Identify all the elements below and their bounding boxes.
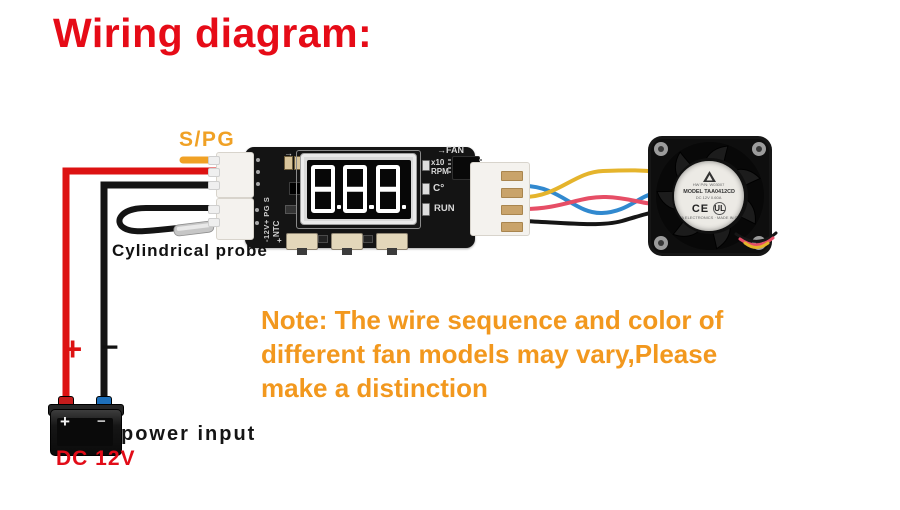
note-line-1: Note: The wire sequence and color of bbox=[261, 305, 724, 335]
power-red-wire bbox=[62, 167, 236, 406]
connector-pin bbox=[208, 205, 220, 214]
silkscreen-arrow: → bbox=[284, 148, 293, 158]
note-text: Note: The wire sequence and color of dif… bbox=[261, 303, 723, 405]
display-digit bbox=[375, 165, 400, 213]
note-line-2: different fan models may vary,Please bbox=[261, 339, 718, 369]
rpm-led bbox=[422, 160, 430, 171]
pcb-button-1 bbox=[286, 233, 318, 255]
display-decimal-point bbox=[401, 204, 407, 210]
ul-mark: UL bbox=[713, 202, 727, 215]
smd-component bbox=[363, 235, 373, 243]
connector-slot bbox=[501, 205, 523, 215]
connector-pin bbox=[208, 168, 220, 177]
display-decimal-point bbox=[336, 204, 342, 210]
solder-pad bbox=[256, 182, 260, 186]
silkscreen-celsius-label: C° bbox=[433, 183, 445, 194]
silkscreen-run-label: RUN bbox=[434, 203, 455, 214]
solder-pad bbox=[256, 158, 260, 162]
ic-pins bbox=[448, 159, 451, 175]
power-black-wire bbox=[100, 181, 236, 406]
fan-spec: DC 12V 0.60A bbox=[696, 195, 722, 200]
connector-pin bbox=[208, 218, 220, 227]
ntc-connector-2pin bbox=[216, 198, 254, 240]
smd-component bbox=[318, 235, 328, 243]
fan-cert-marks: CE UL bbox=[691, 202, 727, 215]
smd-component bbox=[284, 156, 293, 170]
display-digit bbox=[343, 165, 368, 213]
connector-pin bbox=[208, 181, 220, 190]
fan-yellow-wire bbox=[522, 168, 660, 199]
pcb-button-3 bbox=[376, 233, 408, 255]
probe-wire bbox=[116, 205, 251, 235]
delta-logo-icon bbox=[702, 171, 716, 182]
cylindrical-probe-label: Cylindrical probe bbox=[112, 241, 268, 260]
power-block-face bbox=[57, 418, 113, 446]
fan-sticker: HW P/N: W03007 MODEL TAA0412CD DC 12V 0.… bbox=[674, 161, 744, 231]
seven-segment-display bbox=[300, 153, 417, 225]
fan-part-number: HW P/N: W03007 bbox=[693, 182, 725, 187]
connector-pin bbox=[208, 156, 220, 165]
run-led bbox=[422, 203, 430, 216]
display-decimal-point bbox=[369, 204, 374, 210]
power-input-label: power input bbox=[121, 423, 257, 445]
display-digit bbox=[310, 165, 335, 213]
display-silkscreen-outline bbox=[296, 150, 421, 229]
silkscreen-fan-arrow-label: →FAN bbox=[437, 145, 464, 155]
connector-slot bbox=[501, 222, 523, 232]
silkscreen-x10: x10 bbox=[431, 158, 445, 167]
power-block-plus-mark: + bbox=[60, 412, 70, 431]
power-block-minus-mark: − bbox=[97, 413, 106, 430]
pcb-button-2 bbox=[331, 233, 363, 255]
celsius-led bbox=[422, 183, 430, 195]
controller-pcb: -12V+ PG S NTC → →FAN x10 RPM C° RUN + bbox=[208, 145, 530, 255]
silkscreen-plus: + bbox=[277, 236, 282, 245]
solder-pad bbox=[255, 221, 259, 225]
silkscreen-x10-rpm-label: x10 RPM bbox=[431, 158, 449, 176]
plus-polarity-label: + bbox=[63, 330, 83, 367]
seven-segment-digits bbox=[306, 159, 411, 219]
spg-label: S/PG bbox=[179, 128, 236, 151]
dc-12v-label: DC 12V bbox=[56, 447, 136, 470]
input-connector-3pin bbox=[216, 152, 254, 198]
fan-connector-4pin bbox=[470, 162, 530, 236]
ce-mark: CE bbox=[691, 202, 710, 215]
solder-pad bbox=[256, 170, 260, 174]
minus-polarity-label: − bbox=[101, 331, 119, 364]
silkscreen-ntc-label: NTC bbox=[272, 220, 281, 237]
connector-slot bbox=[501, 171, 523, 181]
silkscreen-rpm: RPM bbox=[431, 166, 449, 176]
solder-pad bbox=[255, 208, 259, 212]
page-title: Wiring diagram: bbox=[53, 10, 373, 56]
note-line-3: make a distinction bbox=[261, 373, 488, 403]
connector-slot bbox=[501, 188, 523, 198]
silkscreen-pinout-label: -12V+ PG S bbox=[262, 196, 271, 242]
fan-footer-text: DELTA ELECTRONICS · MADE IN CHINA bbox=[674, 215, 744, 220]
fan-model: MODEL TAA0412CD bbox=[683, 188, 735, 195]
fan-red-wire bbox=[522, 194, 662, 211]
fan-wire-stubs bbox=[734, 231, 778, 249]
